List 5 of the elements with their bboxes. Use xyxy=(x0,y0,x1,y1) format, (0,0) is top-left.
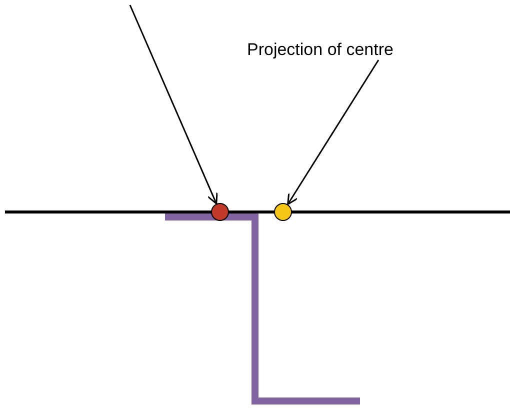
callout-text: Projection of centre xyxy=(247,40,394,60)
arrow xyxy=(129,4,218,204)
dot-marker xyxy=(211,203,229,221)
leader-line xyxy=(287,60,380,206)
dot-marker xyxy=(274,203,292,221)
